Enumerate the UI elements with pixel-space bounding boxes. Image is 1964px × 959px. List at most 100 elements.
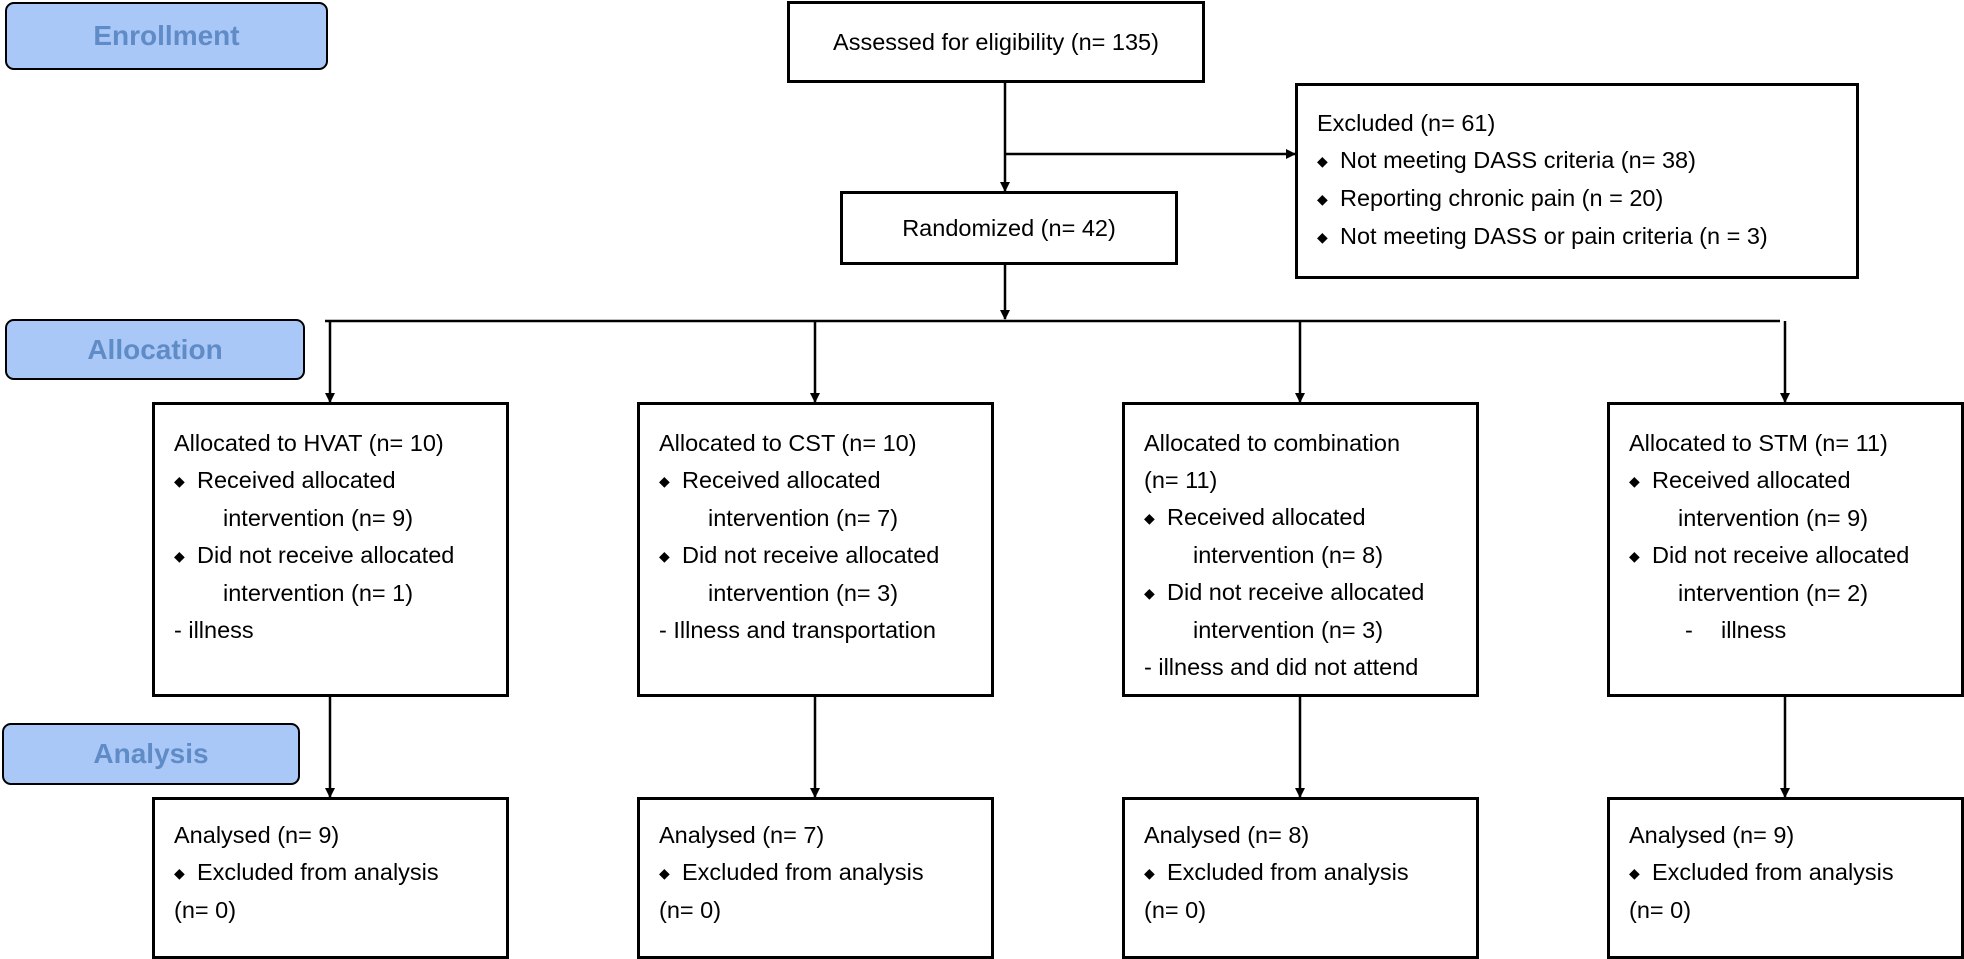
diamond-bullet-icon: ◆ xyxy=(1629,865,1640,881)
excluded-reason-text: Not meeting DASS criteria (n= 38) xyxy=(1340,147,1696,173)
allocation-line-text: Allocated to STM (n= 11) xyxy=(1629,430,1888,456)
allocation-box-stm: Allocated to STM (n= 11) ◆ Received alloca… xyxy=(1607,402,1964,697)
allocation-line: - illness and did not attend xyxy=(1144,649,1476,686)
diamond-bullet-icon: ◆ xyxy=(1317,153,1328,169)
allocation-line: intervention (n= 1) xyxy=(174,575,506,612)
analysis-line: Analysed (n= 7) xyxy=(659,817,991,854)
analysis-box-hvat: Analysed (n= 9) ◆ Excluded from analysis (n… xyxy=(152,797,509,959)
analysis-line-text: Analysed (n= 7) xyxy=(659,822,825,848)
allocation-line: intervention (n= 8) xyxy=(1144,537,1476,574)
excluded-reason-item: ◆Not meeting DASS or pain criteria (n = … xyxy=(1317,218,1856,256)
analysis-line: ◆ Excluded from analysis xyxy=(1629,854,1961,892)
assessed-eligibility-box: Assessed for eligibility (n= 135) xyxy=(787,1,1205,83)
allocation-box-cst: Allocated to CST (n= 10) ◆ Received alloca… xyxy=(637,402,994,697)
diamond-bullet-icon: ◆ xyxy=(174,473,185,489)
allocation-line-text: intervention (n= 1) xyxy=(223,580,414,606)
allocation-line-text: intervention (n= 9) xyxy=(1678,505,1869,531)
analysis-line-text: Excluded from analysis xyxy=(197,859,439,885)
diamond-bullet-icon: ◆ xyxy=(1629,473,1640,489)
allocation-line: ◆ Did not receive allocated xyxy=(1144,574,1476,612)
excluded-box: Excluded (n= 61) ◆ Not meeting DASS crite… xyxy=(1295,83,1859,279)
analysis-line-text: (n= 0) xyxy=(659,897,722,923)
diamond-bullet-icon: ◆ xyxy=(174,865,185,881)
allocation-line: ◆ Did not receive allocated xyxy=(659,537,991,575)
analysis-box-combination: Analysed (n= 8) ◆ Excluded from analysis (n… xyxy=(1122,797,1479,959)
analysis-line-text: (n= 0) xyxy=(1144,897,1207,923)
diamond-bullet-icon: ◆ xyxy=(1629,548,1640,564)
allocation-line-text: intervention (n= 9) xyxy=(223,505,414,531)
analysis-line-text: Analysed (n= 9) xyxy=(174,822,340,848)
allocation-line: ◆ Received allocated xyxy=(659,462,991,500)
excluded-title: Excluded (n= 61) xyxy=(1317,110,1496,136)
excluded-reason-text: Reporting chronic pain (n = 20) xyxy=(1340,185,1664,211)
allocation-line-text: illness xyxy=(1721,617,1787,643)
allocation-line: - illness xyxy=(1629,612,1961,649)
analysis-line-text: Excluded from analysis xyxy=(682,859,924,885)
allocation-line: ◆Received allocated xyxy=(1144,499,1476,537)
analysis-line: (n= 0) xyxy=(1629,892,1961,929)
analysis-line: (n= 0) xyxy=(174,892,506,929)
randomized-text: Randomized (n= 42) xyxy=(902,214,1116,241)
stage-label-allocation: Allocation xyxy=(5,319,305,380)
analysis-box-cst: Analysed (n= 7) ◆ Excluded from analysis (n… xyxy=(637,797,994,959)
allocation-line: (n= 11) xyxy=(1144,462,1476,499)
allocation-line-text: Received allocated xyxy=(682,467,881,493)
analysis-line-text: Excluded from analysis xyxy=(1652,859,1894,885)
allocation-line-text: (n= 11) xyxy=(1144,467,1218,493)
analysis-line-text: (n= 0) xyxy=(174,897,237,923)
allocation-line: ◆Did not receive allocated xyxy=(174,537,506,575)
allocation-line: intervention (n= 7) xyxy=(659,500,991,537)
diamond-bullet-icon: ◆ xyxy=(1144,865,1155,881)
allocation-line: - Illness and transportation xyxy=(659,612,991,649)
allocation-line: ◆ Received allocated xyxy=(1629,462,1961,500)
allocation-line-text: Allocated to combination xyxy=(1144,430,1401,456)
allocation-line: intervention (n= 9) xyxy=(1629,500,1961,537)
analysis-line: ◆ Excluded from analysis xyxy=(1144,854,1476,892)
allocation-line-text: intervention (n= 3) xyxy=(1193,617,1384,643)
allocation-line: Allocated to CST (n= 10) xyxy=(659,425,991,462)
allocation-line-text: intervention (n= 7) xyxy=(708,505,899,531)
excluded-reason-item: ◆ Not meeting DASS criteria (n= 38) xyxy=(1317,142,1856,180)
allocation-line-text: Did not receive allocated xyxy=(682,542,940,568)
allocation-line-text: intervention (n= 3) xyxy=(708,580,899,606)
stage-label-analysis: Analysis xyxy=(2,723,300,785)
diamond-bullet-icon: ◆ xyxy=(1144,510,1155,526)
diamond-bullet-icon: ◆ xyxy=(659,473,670,489)
analysis-line: Analysed (n= 9) xyxy=(174,817,506,854)
diamond-bullet-icon: ◆ xyxy=(659,548,670,564)
diamond-bullet-icon: ◆ xyxy=(1144,585,1155,601)
analysis-line-text: Excluded from analysis xyxy=(1167,859,1409,885)
diamond-bullet-icon: ◆ xyxy=(659,865,670,881)
analysis-line: ◆ Excluded from analysis xyxy=(174,854,506,892)
analysis-box-stm: Analysed (n= 9) ◆ Excluded from analysis (n… xyxy=(1607,797,1964,959)
diamond-bullet-icon: ◆ xyxy=(1317,191,1328,207)
allocation-line-text: Did not receive allocated xyxy=(1167,579,1425,605)
allocation-line-text: Did not receive allocated xyxy=(197,542,455,568)
analysis-line: Analysed (n= 8) xyxy=(1144,817,1476,854)
allocation-line-text: Allocated to CST (n= 10) xyxy=(659,430,917,456)
allocation-line-text: - illness xyxy=(174,617,254,643)
allocation-line-text: Received allocated xyxy=(1652,467,1851,493)
allocation-line: intervention (n= 3) xyxy=(659,575,991,612)
allocation-line-text: Allocated to HVAT (n= 10) xyxy=(174,430,444,456)
allocation-line: Allocated to HVAT (n= 10) xyxy=(174,425,506,462)
randomized-box: Randomized (n= 42) xyxy=(840,191,1178,265)
allocation-line: ◆ Received allocated xyxy=(174,462,506,500)
allocation-line: intervention (n= 2) xyxy=(1629,575,1961,612)
dash-marker: - xyxy=(1685,617,1693,643)
excluded-reason-text: Not meeting DASS or pain criteria (n = 3… xyxy=(1340,223,1768,249)
allocation-line: intervention (n= 9) xyxy=(174,500,506,537)
allocation-line-text: intervention (n= 2) xyxy=(1678,580,1869,606)
analysis-line: Analysed (n= 9) xyxy=(1629,817,1961,854)
stage-label-enrollment: Enrollment xyxy=(5,2,328,70)
allocation-line-text: intervention (n= 8) xyxy=(1193,542,1384,568)
allocation-line-text: - Illness and transportation xyxy=(659,617,936,643)
allocation-line: ◆Did not receive allocated xyxy=(1629,537,1961,575)
analysis-line: (n= 0) xyxy=(659,892,991,929)
allocation-line-text: Received allocated xyxy=(197,467,396,493)
allocation-line: intervention (n= 3) xyxy=(1144,612,1476,649)
analysis-line-text: Analysed (n= 8) xyxy=(1144,822,1310,848)
allocation-line-text: - illness and did not attend xyxy=(1144,654,1419,680)
